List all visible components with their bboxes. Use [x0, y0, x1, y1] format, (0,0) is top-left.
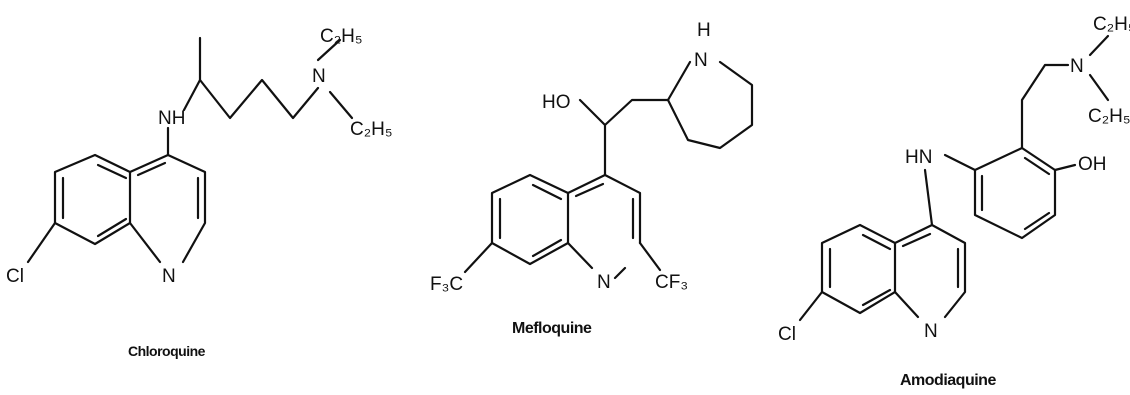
chloroquine-ethyl-bonds	[316, 38, 354, 120]
amodiaquine-ring-n-label: N	[924, 321, 938, 342]
mefloquine-benzo-double-bonds	[498, 183, 563, 258]
chloroquine-structure: NH N N Cl C₂H₅ C₂H₅ Chloroquine	[6, 26, 392, 359]
amodiaquine-pyridine-ring	[893, 223, 967, 319]
amodiaquine-oh-bond	[1053, 163, 1077, 172]
mefloquine-c2-cf3-bond	[638, 241, 662, 272]
chloroquine-cl-bond	[26, 221, 57, 264]
chloroquine-benzo-double-bonds	[61, 163, 128, 238]
chloroquine-ethyl-bottom-label: C₂H₅	[350, 119, 392, 140]
amodiaquine-phenol-double-bonds	[980, 156, 1051, 231]
amodiaquine-ch2-chain	[1020, 63, 1070, 150]
mefloquine-benzo-ring	[490, 173, 570, 266]
amodiaquine-ethyl-bottom-label: C₂H₅	[1088, 106, 1130, 127]
amodiaquine-name: Amodiaquine	[900, 372, 996, 389]
mefloquine-ho-label: HO	[542, 92, 571, 113]
mefloquine-nh-n-label: N	[694, 50, 708, 71]
mefloquine-cf3-right-label: CF₃	[655, 272, 688, 293]
chloroquine-pyridine-ring	[128, 153, 207, 264]
amodiaquine-cl-bond	[798, 290, 824, 322]
amodiaquine-cl-label: Cl	[778, 324, 796, 345]
mefloquine-piperidine-ring	[666, 60, 754, 150]
mefloquine-name: Mefloquine	[512, 320, 592, 337]
amodiaquine-hn-label: HN	[905, 147, 932, 168]
chloroquine-cl-label: Cl	[6, 266, 24, 287]
amodiaquine-benzo-double-bonds	[828, 233, 892, 307]
mefloquine-c7-cf3-bond	[463, 241, 494, 274]
amodiaquine-pyridine-double-bonds	[901, 232, 960, 289]
amodiaquine-amine-n-label: N	[1070, 56, 1084, 77]
mefloquine-pyridine-double-bonds	[574, 182, 635, 240]
mefloquine-pyridine-ring	[566, 173, 642, 280]
amodiaquine-benzo-ring	[820, 223, 897, 315]
chloroquine-ethyl-top-label: C₂H₅	[320, 26, 362, 47]
amodiaquine-ethyl-top-label: C₂H₅	[1093, 14, 1130, 35]
mefloquine-carbinol-linker	[578, 98, 670, 177]
chloroquine-pyridine-double-bonds	[136, 161, 200, 220]
chloroquine-side-chain	[182, 78, 320, 120]
mefloquine-structure: HO H N N F₃C CF₃ Mefloquine	[430, 20, 754, 337]
chloroquine-nh-label: NH	[158, 108, 185, 129]
mefloquine-cf3-left-label: F₃C	[430, 274, 463, 295]
chloroquine-ring-n-label: N	[162, 266, 176, 287]
amodiaquine-oh-label: OH	[1078, 154, 1107, 175]
mefloquine-ring-n-label: N	[597, 272, 611, 293]
chloroquine-benzo-ring	[53, 153, 132, 246]
amodiaquine-ethyl-bonds	[1088, 34, 1110, 102]
chloroquine-amine-n-label: N	[312, 66, 326, 87]
amodiaquine-structure: HN OH N N Cl C₂H₅ C₂H₅ Amodiaquine	[778, 14, 1130, 389]
chloroquine-name: Chloroquine	[128, 343, 206, 359]
amodiaquine-phenol-ring	[973, 146, 1057, 240]
amodiaquine-aniline-bonds	[923, 153, 977, 227]
mefloquine-nh-h-label: H	[697, 20, 711, 41]
